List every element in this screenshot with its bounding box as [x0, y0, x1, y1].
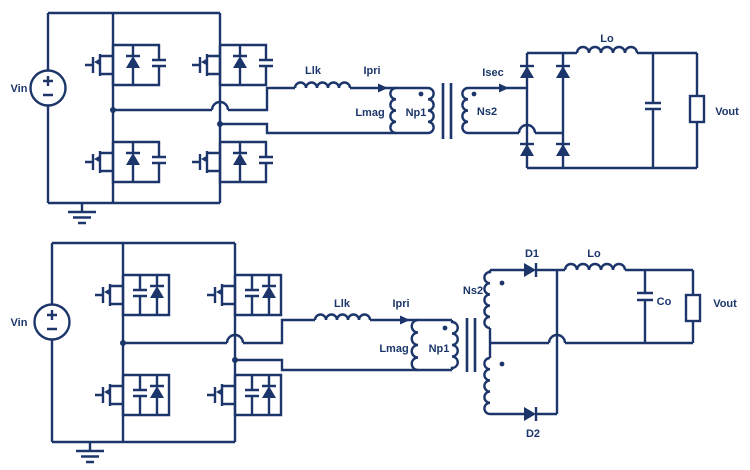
- capacitor-icon: [637, 270, 653, 343]
- polarity-dot: [418, 91, 424, 97]
- current-arrow-icon: [400, 315, 410, 325]
- inductor-icon: [410, 318, 419, 372]
- wire: [46, 11, 222, 205]
- lmag-label: Lmag: [355, 107, 384, 119]
- mosfet-icon: [83, 52, 115, 78]
- load-resistor-icon: [688, 94, 706, 124]
- voltage-source-icon: [33, 303, 71, 341]
- mosfet-icon: [205, 382, 237, 408]
- polarity-dot: [442, 325, 448, 331]
- wire: [490, 268, 565, 416]
- ipri-label: Ipri: [392, 298, 409, 310]
- wire: [525, 51, 697, 170]
- vin-label: Vin: [11, 83, 28, 95]
- diode-capacitor-box-icon: [218, 140, 275, 184]
- load-resistor-icon: [684, 293, 702, 323]
- capacitor-diode-box-icon: [121, 273, 171, 317]
- winding-icon: [450, 320, 459, 370]
- polarity-dot: [499, 280, 505, 286]
- d2-label: D2: [526, 428, 540, 440]
- np1-label: Np1: [429, 343, 450, 355]
- lo-label: Lo: [587, 248, 601, 260]
- winding-icon: [483, 270, 492, 416]
- junction-dot: [120, 340, 126, 346]
- diode-icon: [554, 64, 572, 80]
- ground-icon: [66, 201, 98, 225]
- co-label: Co: [657, 296, 672, 308]
- wire: [113, 86, 428, 135]
- capacitor-diode-box-icon: [233, 373, 283, 417]
- mosfet-icon: [190, 149, 222, 175]
- junction-dot: [232, 357, 238, 363]
- diode-icon: [522, 405, 538, 423]
- mosfet-icon: [93, 382, 125, 408]
- vin-label: Vin: [11, 317, 28, 329]
- mosfet-icon: [93, 282, 125, 308]
- mosfet-icon: [205, 282, 237, 308]
- inductor-icon: [563, 262, 627, 271]
- inductor-icon: [389, 86, 397, 135]
- diode-capacitor-box-icon: [111, 140, 168, 184]
- isec-label: Isec: [482, 67, 503, 79]
- ground-icon: [74, 440, 106, 464]
- winding-icon: [461, 86, 469, 135]
- inductor-icon: [313, 313, 372, 321]
- vout-label: Vout: [715, 106, 739, 118]
- winding-icon: [427, 86, 435, 135]
- capacitor-diode-box-icon: [121, 373, 171, 417]
- diode-icon: [522, 261, 538, 279]
- ns2-label: Ns2: [477, 106, 497, 118]
- diode-icon: [554, 142, 572, 158]
- capacitor-diode-box-icon: [233, 273, 283, 317]
- inductor-icon: [293, 81, 352, 89]
- wire: [468, 86, 563, 135]
- diode-icon: [518, 142, 536, 158]
- top-circuit: Vin Llk Ipri Lmag Np1 Ns2 Isec: [11, 11, 739, 225]
- diode-icon: [518, 64, 536, 80]
- mosfet-icon: [83, 149, 115, 175]
- voltage-source-icon: [29, 69, 67, 107]
- capacitor-icon: [645, 53, 661, 168]
- ipri-label: Ipri: [363, 65, 380, 77]
- junction-dot: [110, 107, 116, 113]
- lo-label: Lo: [600, 33, 614, 45]
- junction-dot: [217, 121, 223, 127]
- current-arrow-icon: [378, 83, 388, 93]
- inductor-icon: [575, 45, 639, 54]
- bottom-circuit: Vin Llk Ipri Lmag Np1 Ns2: [11, 241, 737, 464]
- llk-label: Llk: [334, 298, 351, 310]
- diode-capacitor-box-icon: [218, 43, 275, 87]
- wire: [50, 241, 237, 444]
- d1-label: D1: [525, 248, 539, 260]
- diode-capacitor-box-icon: [111, 43, 168, 87]
- polarity-dot: [499, 361, 505, 367]
- transformer-core-icon: [441, 83, 453, 139]
- polarity-dot: [471, 91, 477, 97]
- mosfet-icon: [190, 52, 222, 78]
- transformer-core-icon: [465, 318, 477, 372]
- llk-label: Llk: [305, 65, 322, 77]
- current-arrow-icon: [499, 83, 509, 93]
- vout-label: Vout: [713, 298, 737, 310]
- np1-label: Np1: [406, 107, 427, 119]
- lmag-label: Lmag: [379, 343, 408, 355]
- ns2-label: Ns2: [463, 285, 483, 297]
- wire: [123, 318, 452, 372]
